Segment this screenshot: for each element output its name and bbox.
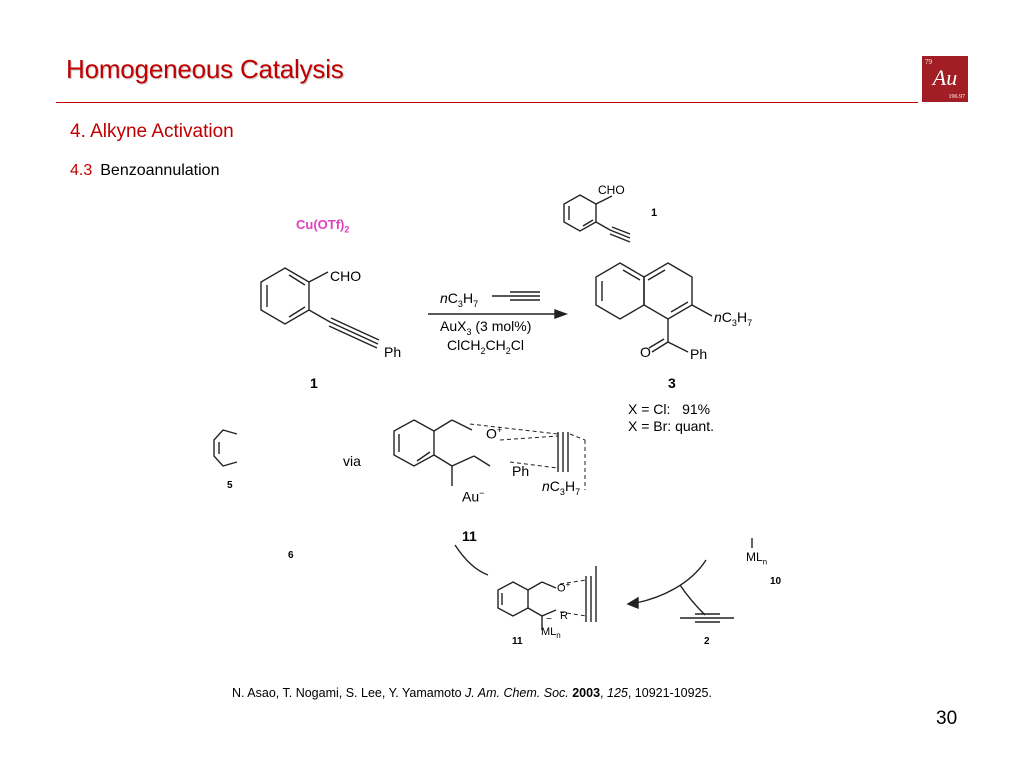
subsection-heading: 4.3 Benzoannulation <box>70 162 219 180</box>
label-compound-2: 2 <box>704 636 710 647</box>
reagent-propyne: nC3H7 <box>440 290 479 309</box>
intermediate-propyl-label: nC3H7 <box>542 478 581 497</box>
top-benzaldehyde-structure <box>563 194 631 243</box>
cycle-arrow-left <box>454 544 489 576</box>
label-compound-3: 3 <box>668 375 676 391</box>
product-ph-label: Ph <box>690 346 708 362</box>
intermediate-au-label: Au− <box>462 488 485 505</box>
mln-label-10: MLn <box>746 550 768 567</box>
label-compound-5: 5 <box>227 480 233 491</box>
top-cho-label: CHO <box>598 183 625 197</box>
section-heading: 4. Alkyne Activation <box>70 121 234 142</box>
label-compound-11: 11 <box>462 528 477 544</box>
small-o-label: O+ <box>557 580 571 595</box>
r-label: R <box>560 610 568 622</box>
product-propyl-label: nC3H7 <box>714 309 753 328</box>
logo-symbol: Au <box>932 65 958 90</box>
gold-element-logo: 79 Au 196.97 <box>922 56 968 102</box>
top-compound-number: 1 <box>651 207 658 219</box>
title-rule <box>56 102 918 103</box>
subsection-number: 4.3 <box>70 162 93 179</box>
intermediate-11-structure <box>393 419 586 490</box>
via-text: via <box>343 453 361 469</box>
subsection-title: Benzoannulation <box>100 162 220 179</box>
partial-ring-5 <box>213 429 238 467</box>
label-compound-1: 1 <box>310 375 318 391</box>
ph-label-left: Ph <box>384 344 402 360</box>
slide-title: Homogeneous Catalysis <box>66 54 344 84</box>
label-compound-10: 10 <box>770 576 782 587</box>
label-compound-6: 6 <box>288 550 294 561</box>
naphthalene-product-structure <box>595 262 713 353</box>
cho-label: CHO <box>330 268 362 284</box>
yield-br: X = Br: quant. <box>628 418 714 434</box>
reagent-catalyst: AuX3 (3 mol%) <box>440 318 532 337</box>
reagent-solvent: ClCH2CH2Cl <box>447 337 524 356</box>
intermediate-11b-structure <box>497 566 597 630</box>
cycle-arrow-right <box>635 559 707 604</box>
yield-cl: X = Cl: 91% <box>628 401 711 417</box>
logo-mass: 196.97 <box>948 94 966 100</box>
logo-atomic-number: 79 <box>925 58 932 66</box>
minus-label: − <box>546 614 552 625</box>
page-number: 30 <box>936 708 958 729</box>
starting-material-structure <box>260 267 380 349</box>
product-o-label: O <box>640 344 651 360</box>
citation: N. Asao, T. Nogami, S. Lee, Y. Yamamoto … <box>232 686 712 700</box>
intermediate-ph-label: Ph <box>512 463 530 479</box>
mln-label-11: MLn <box>541 626 561 641</box>
label-compound-11b: 11 <box>512 636 523 647</box>
catalyst-label: Cu(OTf)2 <box>296 217 350 235</box>
oxonium-o-label: O+ <box>486 425 503 442</box>
